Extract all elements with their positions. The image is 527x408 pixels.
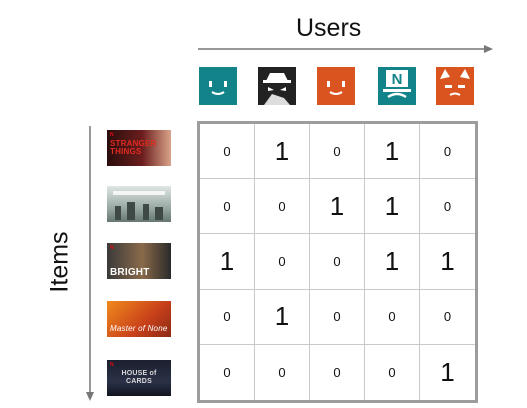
the-crown-poster-icon — [107, 186, 171, 222]
svg-text:N: N — [392, 71, 403, 88]
matrix-cell: 0 — [420, 179, 475, 235]
item-title: STRANGER THINGS — [110, 139, 157, 156]
spy-face-icon — [258, 67, 296, 105]
matrix-cell: 0 — [200, 289, 255, 345]
users-axis-arrow — [198, 45, 493, 53]
matrix-cell: 1 — [365, 179, 420, 235]
matrix-cell: 0 — [365, 289, 420, 345]
matrix-cell: 0 — [420, 124, 475, 180]
matrix-cell: 0 — [255, 234, 310, 290]
item-title: BRIGHT — [110, 267, 150, 278]
item-title: HOUSE of CARDS — [121, 370, 157, 385]
matrix-cell: 0 — [420, 290, 475, 345]
matrix-cell: 0 — [310, 344, 365, 400]
house-of-cards-poster-icon: N HOUSE of CARDS — [107, 360, 171, 396]
items-axis-arrow — [86, 126, 94, 401]
interaction-matrix: 0 1 0 1 0 0 0 1 1 0 1 0 0 1 1 0 1 0 0 0 … — [197, 121, 478, 403]
matrix-cell: 0 — [200, 179, 255, 235]
stranger-things-poster-icon: N STRANGER THINGS — [107, 130, 171, 166]
smile-face-icon — [199, 67, 237, 105]
users-axis-label: Users — [296, 14, 362, 42]
item-title: Master of None — [110, 324, 168, 333]
netflix-face-icon: N — [378, 67, 416, 105]
matrix-cell: 0 — [200, 344, 255, 400]
matrix-cell: 0 — [255, 344, 310, 400]
matrix-cell: 1 — [365, 234, 420, 290]
matrix-cell: 1 — [255, 124, 310, 180]
matrix-cell: 0 — [310, 234, 365, 290]
matrix-cell: 1 — [255, 289, 310, 345]
matrix-cell: 1 — [420, 234, 475, 290]
matrix-cell: 0 — [365, 344, 420, 400]
matrix-cell: 0 — [310, 124, 365, 180]
matrix-cell: 0 — [200, 124, 255, 180]
matrix-cell: 1 — [365, 124, 420, 180]
matrix-cell: 1 — [200, 234, 255, 290]
master-of-none-poster-icon: Master of None — [107, 301, 171, 337]
smile-face-icon — [317, 67, 355, 105]
items-axis-label: Items — [45, 231, 74, 293]
matrix-cell: 1 — [440, 356, 455, 387]
bright-poster-icon: N BRIGHT — [107, 243, 171, 279]
matrix-cell: 0 — [310, 289, 365, 345]
matrix-cell: 0 — [255, 179, 310, 235]
matrix-cell: 1 — [310, 179, 365, 235]
cat-face-icon — [436, 67, 474, 105]
